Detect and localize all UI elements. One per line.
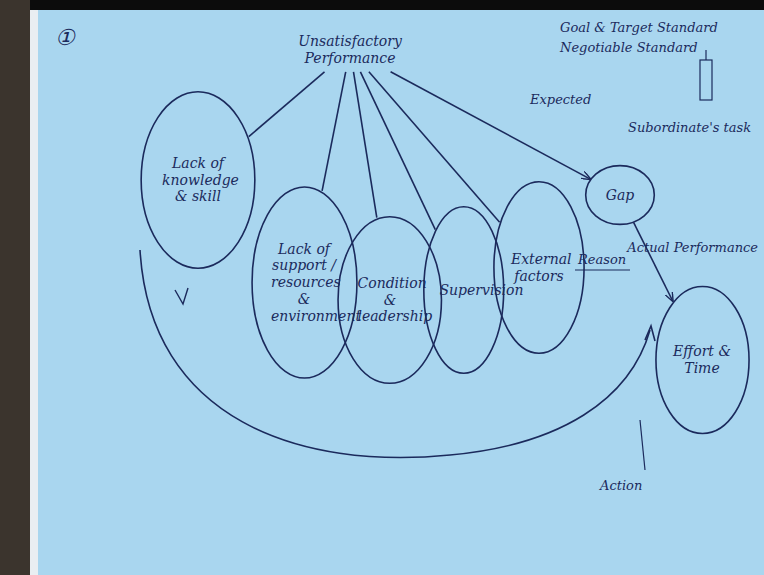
cause-oval: Lack of support / resources & environmen… — [251, 185, 358, 380]
node-text: External factors — [511, 251, 567, 285]
sketch-icon-stem — [705, 50, 706, 60]
connector-line — [249, 72, 325, 137]
gap-circle: Gap — [585, 165, 655, 225]
underline — [575, 269, 630, 270]
cause-oval: External factors — [493, 180, 585, 355]
node-text: Gap — [606, 187, 635, 204]
connector-line — [360, 72, 435, 230]
connector-line — [634, 223, 673, 301]
note-text: Action — [600, 478, 642, 494]
note-text: Expected — [530, 92, 591, 108]
cause-oval: Supervision — [423, 205, 505, 375]
node-text: Unsatisfactory Performance — [288, 33, 412, 67]
cause-oval: Condition & leadership — [337, 215, 443, 385]
curve-mark — [175, 288, 188, 304]
note-text: Subordinate's task — [628, 120, 751, 136]
left-frame — [0, 0, 30, 575]
result-oval: Effort & Time — [655, 285, 750, 435]
connector-line — [391, 72, 591, 179]
note-text: Goal & Target Standard — [560, 20, 718, 36]
cause-oval: Lack of knowledge & skill — [140, 90, 256, 270]
curve-arrowhead — [645, 326, 655, 341]
node-text: Lack of knowledge & skill — [162, 155, 234, 205]
sketch-icon — [700, 60, 712, 100]
connector-line — [322, 72, 346, 191]
node-text: Effort & Time — [673, 343, 731, 377]
underline — [640, 420, 645, 470]
grouping-curve — [140, 250, 650, 458]
connector-line — [354, 72, 377, 218]
heading-node: Unsatisfactory Performance — [284, 28, 416, 72]
note-text: Actual Performance — [627, 240, 758, 256]
node-text: Condition & leadership — [358, 275, 423, 325]
node-text: Lack of support / resources & environmen… — [271, 241, 337, 325]
top-bar — [0, 0, 764, 10]
page-number: ① — [55, 25, 75, 51]
node-text: Supervision — [440, 282, 489, 299]
note-text: Negotiable Standard — [560, 40, 698, 56]
paper-edge — [30, 10, 38, 575]
note-text: Reason — [578, 252, 626, 268]
